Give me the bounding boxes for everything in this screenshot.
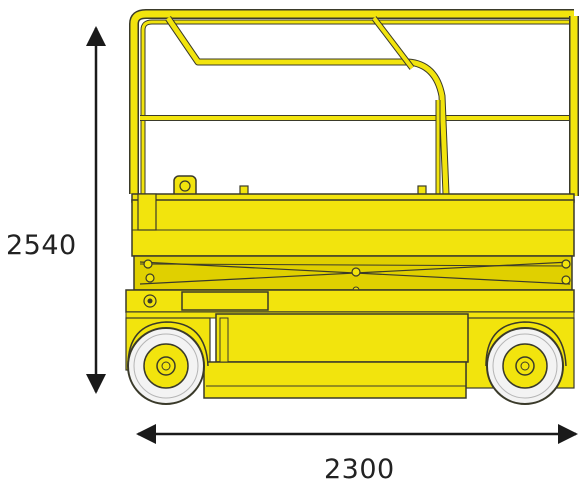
battery-tray [203,313,469,399]
scissor-arms [133,255,573,294]
guardrail [129,9,579,196]
front-wheel [127,321,209,405]
platform-deck [131,193,575,257]
height-dimension-label: 2540 [6,230,77,261]
width-dimension-label: 2300 [324,454,395,485]
control-box [173,175,427,199]
rear-wheel [485,321,567,405]
